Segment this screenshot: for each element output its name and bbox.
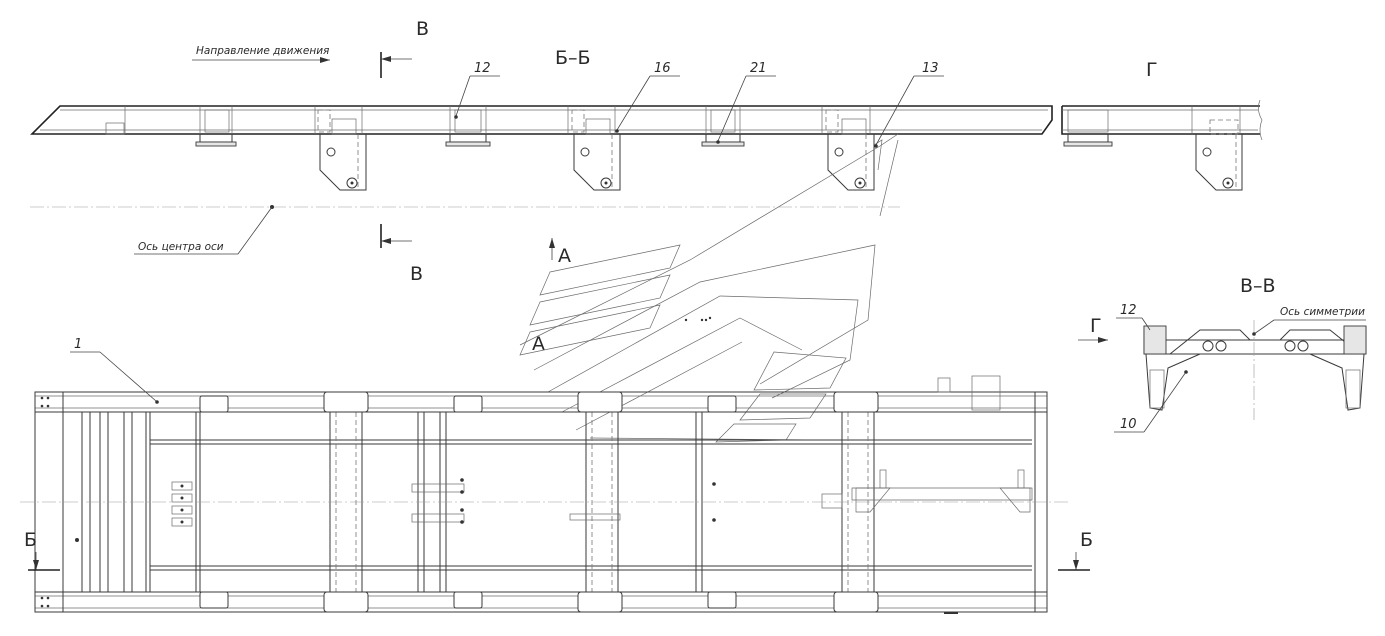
view-g-title: Г <box>1146 59 1158 81</box>
svg-text:В–В: В–В <box>1240 275 1276 297</box>
callouts-top: 12 16 21 13 <box>454 61 944 148</box>
view-g-end <box>1061 99 1263 191</box>
svg-text:А: А <box>532 333 545 355</box>
svg-text:13: 13 <box>922 61 939 76</box>
svg-text:12: 12 <box>1120 303 1137 318</box>
svg-text:Г: Г <box>1090 315 1102 337</box>
side-view-bb <box>30 105 1053 208</box>
section-bb-title: Б–Б <box>555 47 591 69</box>
support-pads <box>195 134 745 147</box>
callout-1: 1 <box>70 337 157 402</box>
svg-text:В: В <box>416 18 429 40</box>
svg-text:21: 21 <box>750 61 767 76</box>
svg-text:16: 16 <box>654 61 671 76</box>
svg-text:Направление движения: Направление движения <box>196 45 329 57</box>
svg-text:Ось симметрии: Ось симметрии <box>1280 306 1365 318</box>
svg-text:Ось центра оси: Ось центра оси <box>138 241 224 253</box>
cut-line-v: В В <box>380 18 429 285</box>
svg-text:В: В <box>410 263 423 285</box>
section-vv: В–В Г 12 Ось симметрии 10 <box>1078 275 1367 433</box>
longeron-pads <box>199 375 1001 613</box>
suspension-brackets <box>319 134 883 191</box>
svg-text:1: 1 <box>74 337 82 352</box>
svg-text:12: 12 <box>474 61 491 76</box>
svg-text:10: 10 <box>1120 417 1137 432</box>
cut-line-b: Б Б <box>24 529 1093 571</box>
svg-text:А: А <box>558 245 571 267</box>
axle-center-note: Ось центра оси <box>134 205 274 255</box>
view-a-detail: А А <box>519 133 899 443</box>
direction-arrow: Направление движения <box>192 45 330 63</box>
svg-text:Б: Б <box>1080 529 1093 551</box>
plan-view-frame <box>20 375 1070 614</box>
svg-text:Б: Б <box>24 529 37 551</box>
